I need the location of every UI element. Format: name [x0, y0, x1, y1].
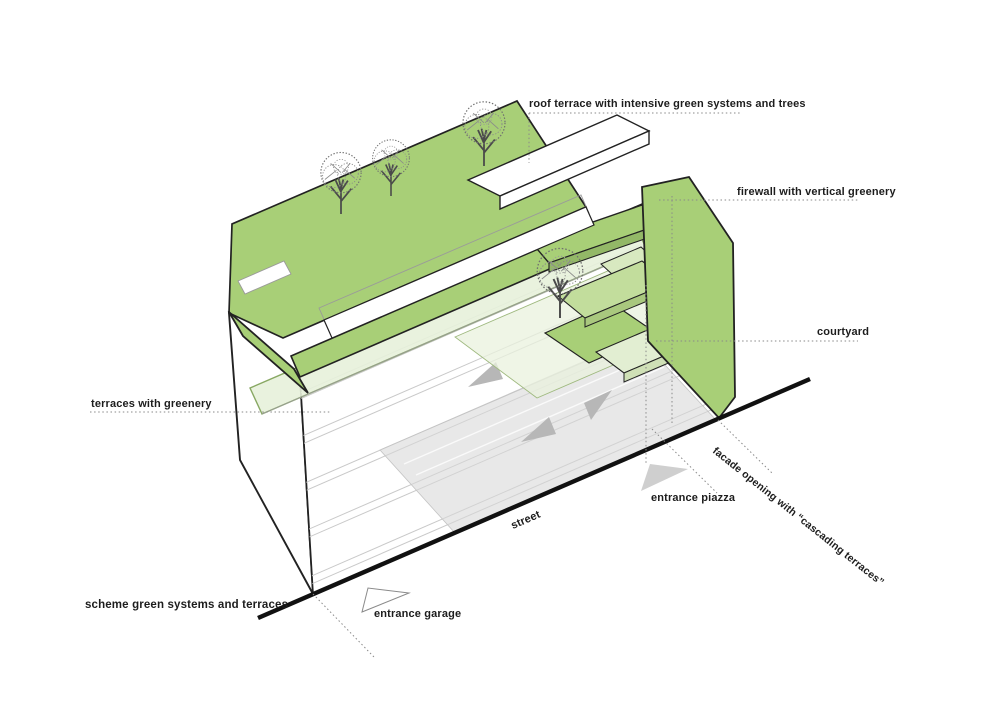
label-street: street [509, 509, 542, 532]
roof-box [466, 114, 651, 211]
roof-assembly [228, 99, 661, 394]
street-line [257, 376, 811, 621]
street-group [257, 196, 811, 658]
entrance-piazza-floor [379, 337, 717, 534]
label-courtyard: courtyard [817, 326, 869, 338]
arrow-icon [468, 362, 503, 387]
firewall-plate [641, 175, 736, 420]
roof-skylight [237, 194, 595, 339]
label-facade-opening: facade opening with “cascading terraces” [710, 445, 886, 589]
diagram-title: scheme green systems and terraces [85, 599, 288, 611]
entrance-wedge [641, 464, 688, 491]
label-roof-terrace: roof terrace with intensive green system… [529, 98, 806, 110]
label-entrance-garage: entrance garage [374, 608, 461, 620]
circulation-arrows [468, 362, 612, 442]
label-terraces: terraces with greenery [91, 398, 212, 410]
arrow-icon [521, 417, 556, 442]
garage-triangle [361, 587, 411, 613]
label-firewall: firewall with vertical greenery [737, 186, 896, 198]
roof-chamfer [228, 311, 309, 394]
arrow-icon [584, 390, 612, 420]
label-entrance-piazza: entrance piazza [651, 492, 736, 504]
